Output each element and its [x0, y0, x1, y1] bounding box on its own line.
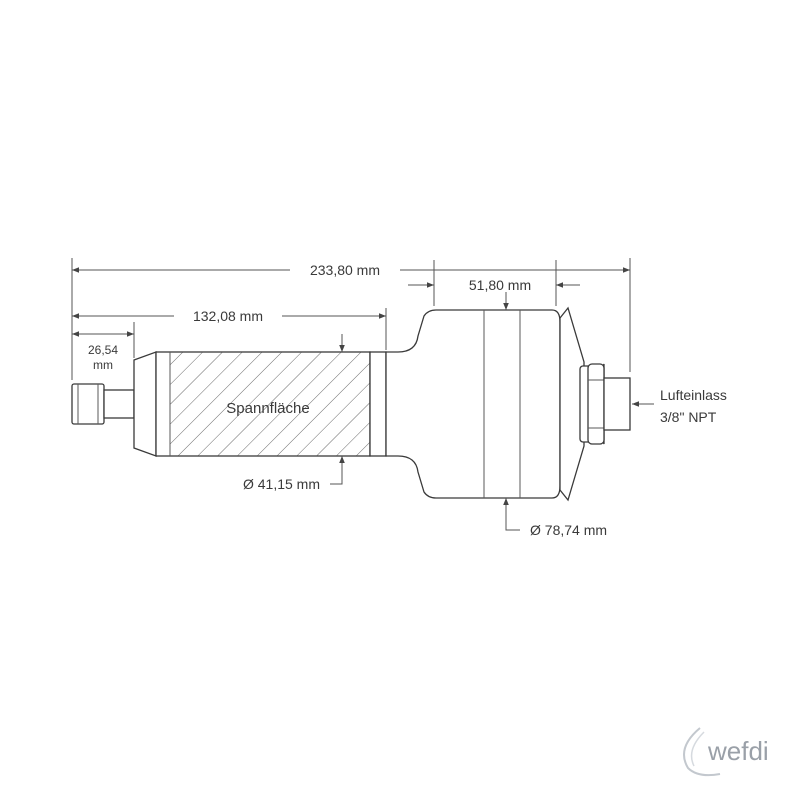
- exhaust-ring: [559, 306, 585, 502]
- label-clamping-area: Spannfläche: [226, 400, 309, 417]
- logo-swoosh-icon: [683, 727, 721, 777]
- nose-section: [133, 351, 157, 457]
- dim-body-diameter: Ø 78,74 mm: [530, 522, 607, 538]
- inlet-pipe: [603, 377, 631, 431]
- dim-collet-length-value: 26,54: [88, 343, 118, 357]
- dim-collet-length-unit: mm: [93, 358, 113, 372]
- collet-neck: [103, 389, 135, 419]
- dim-clamp-to-end: 132,08 mm: [193, 308, 263, 324]
- label-air-inlet-line2: 3/8" NPT: [660, 409, 717, 425]
- label-air-inlet-line1: Lufteinlass: [660, 387, 727, 403]
- logo-text: wefdi: [707, 736, 769, 766]
- clamping-hatch: [169, 351, 371, 457]
- inlet-nut-body: [587, 363, 605, 445]
- wefdi-logo: wefdi: [683, 727, 769, 777]
- dimension-lines: [71, 258, 654, 531]
- grinder-outline: [71, 306, 631, 502]
- motor-body: [385, 309, 561, 499]
- dim-body-length: 51,80 mm: [469, 277, 531, 293]
- dim-clamp-diameter: Ø 41,15 mm: [243, 476, 320, 492]
- clamp-ring: [369, 351, 387, 457]
- collet-nut: [71, 383, 105, 425]
- dim-total-length: 233,80 mm: [310, 262, 380, 278]
